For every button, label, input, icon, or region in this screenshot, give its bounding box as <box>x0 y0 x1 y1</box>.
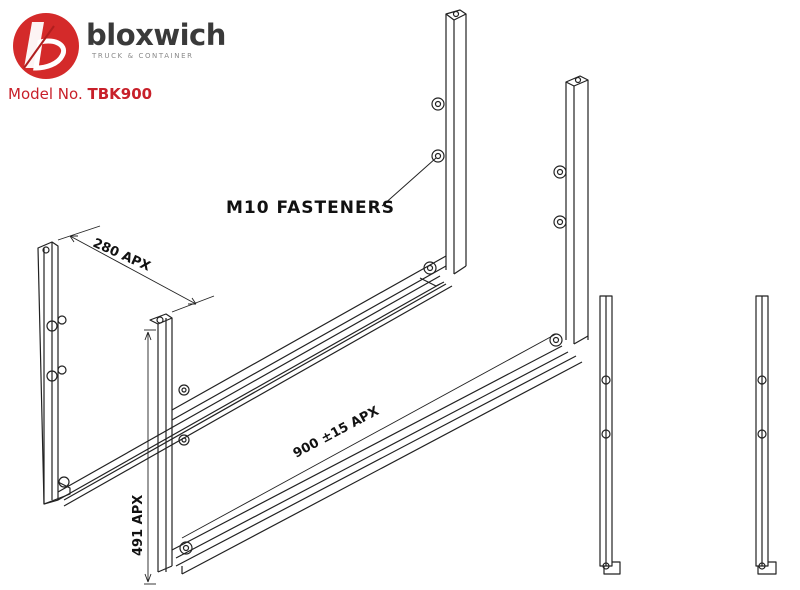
hole-icon <box>452 10 460 18</box>
width-dimension <box>181 333 557 539</box>
depth-dimension-label: 280 APX <box>90 236 152 275</box>
upper-cross-rail <box>171 255 447 421</box>
fastener-icon <box>758 562 766 570</box>
height-dimension <box>144 329 156 585</box>
hole-icon <box>757 429 767 439</box>
hole-icon <box>601 429 611 439</box>
width-dimension-label: 900 ±15 APX <box>291 404 382 462</box>
fastener-icon <box>178 384 190 396</box>
hole-icon <box>156 316 164 324</box>
front-long-rail <box>171 345 583 575</box>
fastener-icon <box>431 149 445 163</box>
brand-tagline: TRUCK & CONTAINER <box>92 52 194 60</box>
height-dimension-label: 491 APX <box>131 495 146 556</box>
fasteners-label: M10 FASTENERS <box>226 198 395 218</box>
hole-icon <box>42 246 50 254</box>
fastener-icon <box>58 476 70 488</box>
bloxwich-logo-icon <box>13 13 79 79</box>
side-view-right <box>755 295 777 575</box>
back-right-upright <box>419 9 467 287</box>
hole-icon <box>757 375 767 385</box>
fastener-icon <box>553 215 567 229</box>
side-view-left <box>599 295 621 575</box>
hole-icon <box>601 375 611 385</box>
hole-icon <box>574 76 582 84</box>
fastener-icon <box>178 434 190 446</box>
front-left-upright <box>149 313 193 573</box>
fastener-icon <box>553 165 567 179</box>
depth-dimension <box>57 225 215 313</box>
back-long-rail <box>57 275 453 507</box>
fastener-leader-line <box>381 157 437 207</box>
model-number-line: Model No. TBK900 <box>8 85 152 103</box>
back-left-frame <box>37 241 71 505</box>
front-right-upright <box>549 75 589 347</box>
fastener-icon <box>46 315 67 332</box>
fastener-icon <box>46 365 67 382</box>
fastener-icon <box>431 97 445 111</box>
fastener-icon <box>602 562 610 570</box>
model-label: Model No. <box>8 85 83 103</box>
model-number: TBK900 <box>87 85 153 103</box>
brand-name: bloxwich <box>86 18 226 52</box>
